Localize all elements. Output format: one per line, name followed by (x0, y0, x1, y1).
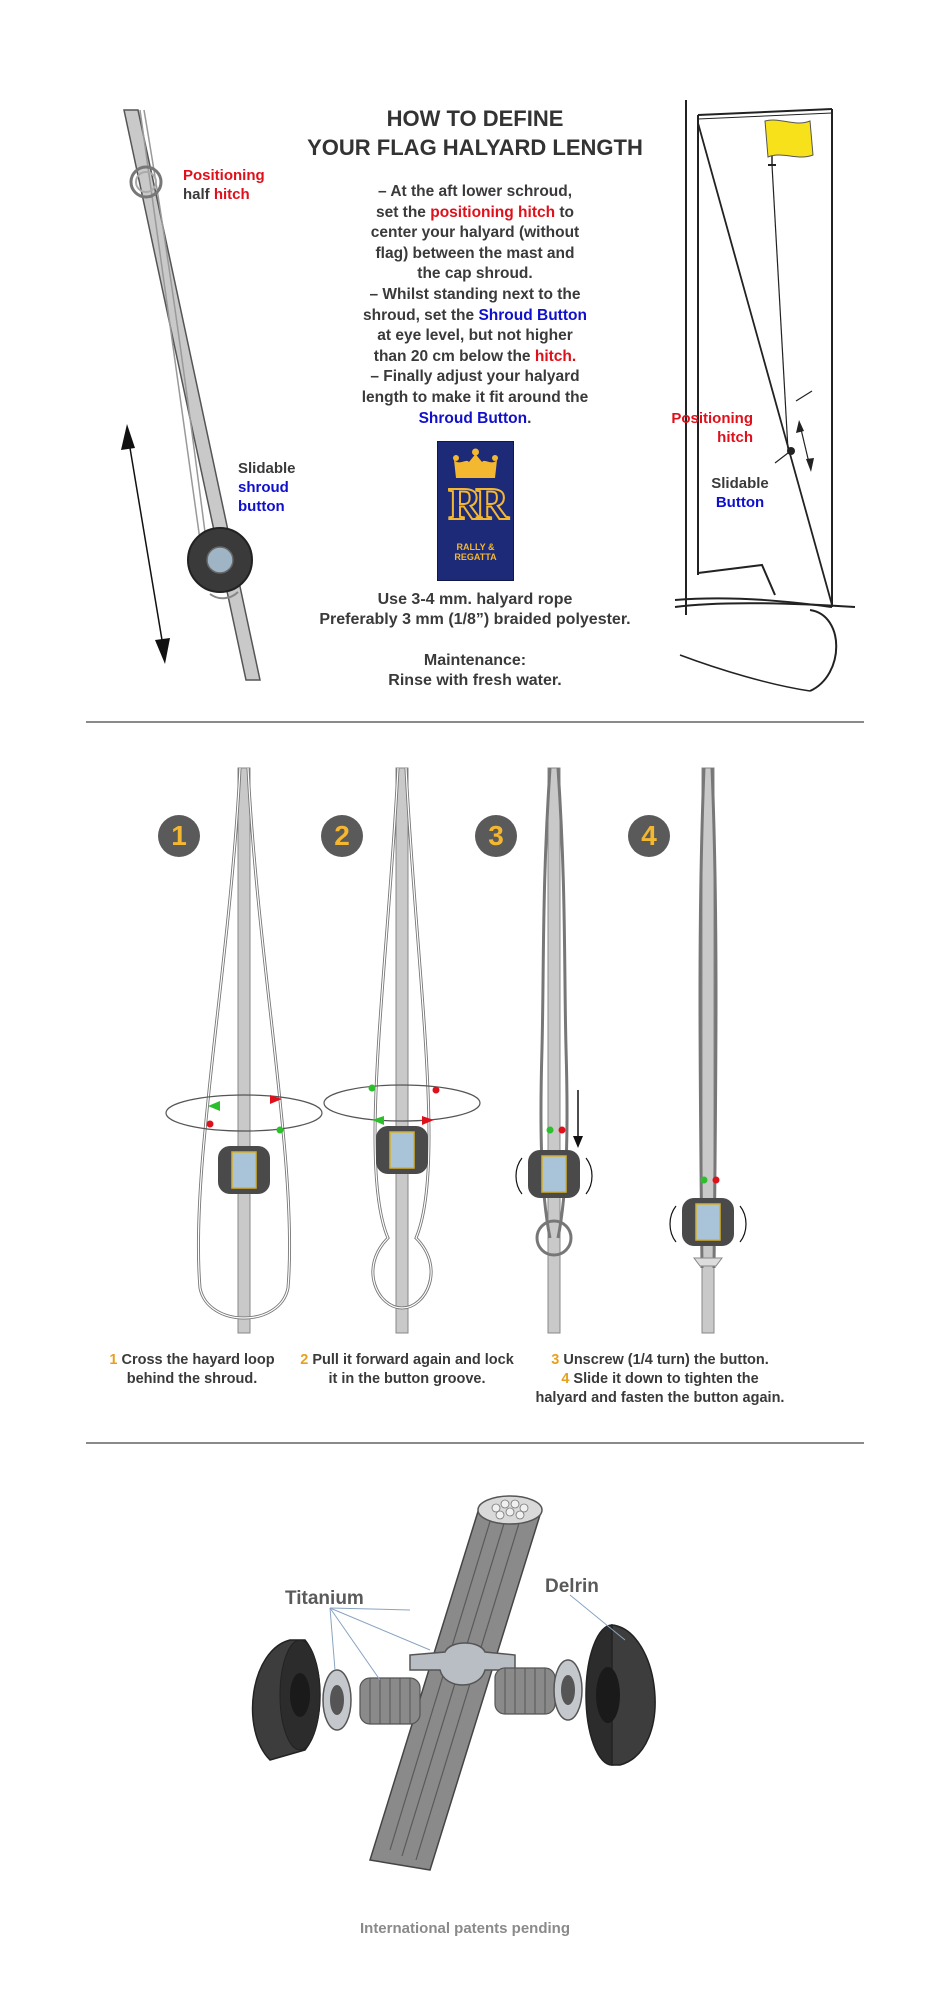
step-1-illustration (160, 768, 330, 1338)
instructions-text: – At the aft lower schroud, set the posi… (330, 182, 620, 429)
logo-text: RALLY & REGATTA (444, 542, 507, 562)
section-divider (86, 721, 864, 723)
crown-icon (452, 448, 499, 482)
maintenance-text: Maintenance: Rinse with fresh water. (340, 651, 610, 691)
slide-double-arrow (115, 420, 175, 670)
titanium-label: Titanium (285, 1588, 364, 1610)
section-divider (86, 1442, 864, 1444)
right-positioning-label: Positioning hitch (665, 409, 753, 447)
rally-regatta-logo: RR RALLY & REGATTA (437, 441, 514, 581)
right-rig-diagram (680, 95, 860, 695)
left-slidable-label: Slidable shroud button (238, 459, 296, 516)
right-slidable-label: Slidable Button (700, 474, 780, 512)
delrin-label: Delrin (545, 1576, 599, 1598)
logo-monogram: RR (438, 480, 513, 528)
rope-spec-text: Use 3-4 mm. halyard rope Preferably 3 mm… (280, 590, 670, 630)
exploded-button-diagram (230, 1490, 680, 1890)
step-3-illustration (470, 768, 640, 1338)
patent-notice: International patents pending (300, 1920, 630, 1937)
left-positioning-label: Positioning half hitch (183, 166, 265, 204)
page-title: HOW TO DEFINE YOUR FLAG HALYARD LENGTH (270, 104, 680, 162)
flag-icon (765, 120, 813, 157)
step-4-illustration (624, 768, 794, 1338)
step-1-caption: 1 Cross the hayard loop behind the shrou… (92, 1351, 292, 1389)
step-2-illustration (318, 768, 488, 1338)
step-3-4-caption: 3 Unscrew (1/4 turn) the button. 4 Slide… (520, 1351, 800, 1408)
step-2-caption: 2 Pull it forward again and lock it in t… (282, 1351, 532, 1389)
